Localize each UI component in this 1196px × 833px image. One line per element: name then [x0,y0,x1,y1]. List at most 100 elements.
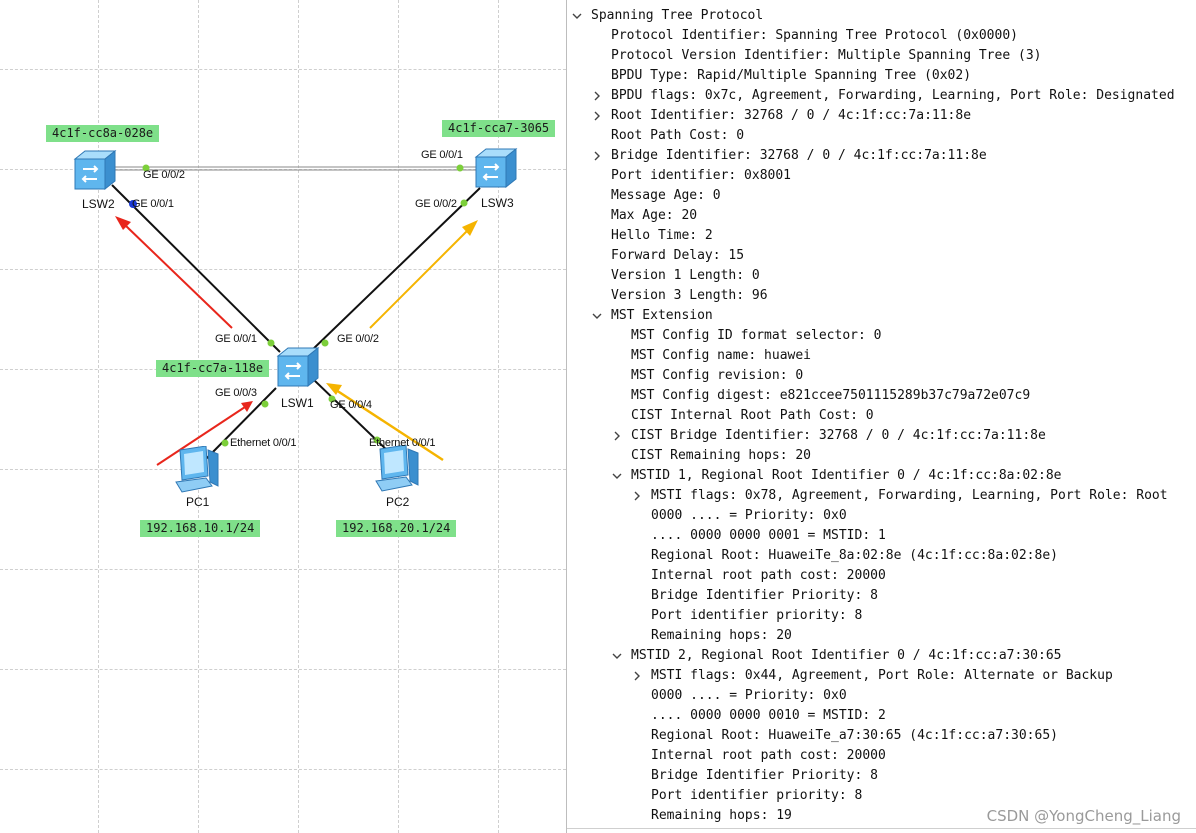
lsw1-port-ge002-label: GE 0/0/2 [337,333,379,345]
detail-row-text: Max Age: 20 [611,208,698,223]
chevron-down-icon[interactable] [571,6,583,26]
detail-row[interactable]: 0000 .... = Priority: 0x0 [567,506,1196,526]
detail-row[interactable]: MST Config name: huawei [567,346,1196,366]
grid-line [0,69,566,70]
pc1-name: PC1 [186,495,210,509]
tree-spacer [591,266,603,286]
detail-row[interactable]: Remaining hops: 19 [567,806,1196,826]
detail-row[interactable]: Bridge Identifier: 32768 / 0 / 4c:1f:cc:… [567,146,1196,166]
detail-row[interactable]: Version 3 Length: 96 [567,286,1196,306]
pc1-computer-icon[interactable] [172,445,222,494]
detail-row[interactable]: Max Age: 20 [567,206,1196,226]
detail-row[interactable]: MST Config digest: e821ccee7501115289b37… [567,386,1196,406]
detail-row[interactable]: Port identifier: 0x8001 [567,166,1196,186]
lsw1-switch-icon[interactable] [276,346,320,388]
chevron-down-icon[interactable] [611,646,623,666]
pc2-computer-icon[interactable] [372,444,422,493]
link-lsw1-pc1 [204,387,277,461]
detail-row[interactable]: MST Config ID format selector: 0 [567,326,1196,346]
detail-row[interactable]: Forward Delay: 15 [567,246,1196,266]
detail-row[interactable]: MSTI flags: 0x78, Agreement, Forwarding,… [567,486,1196,506]
detail-row[interactable]: Root Path Cost: 0 [567,126,1196,146]
detail-row[interactable]: Bridge Identifier Priority: 8 [567,586,1196,606]
link-lsw2-lsw1 [111,184,281,353]
chevron-right-icon[interactable] [591,106,603,126]
detail-row[interactable]: 0000 .... = Priority: 0x0 [567,686,1196,706]
detail-row-text: Version 3 Length: 96 [611,288,768,303]
chevron-right-icon[interactable] [611,426,623,446]
detail-row[interactable]: Remaining hops: 20 [567,626,1196,646]
lsw2-mac-label: 4c1f-cc8a-028e [46,125,160,142]
detail-row-text: CIST Bridge Identifier: 32768 / 0 / 4c:1… [631,428,1046,443]
detail-row-text: Version 1 Length: 0 [611,268,760,283]
detail-row-text: Forward Delay: 15 [611,248,745,263]
detail-row[interactable]: CIST Bridge Identifier: 32768 / 0 / 4c:1… [567,426,1196,446]
detail-row-text: MST Config revision: 0 [631,368,804,383]
detail-row[interactable]: BPDU flags: 0x7c, Agreement, Forwarding,… [567,86,1196,106]
detail-row[interactable]: Port identifier priority: 8 [567,606,1196,626]
pc2-port-label: Ethernet 0/0/1 [369,437,436,449]
detail-row[interactable]: Bridge Identifier Priority: 8 [567,766,1196,786]
detail-row[interactable]: Port identifier priority: 8 [567,786,1196,806]
lsw3-port-ge002-label: GE 0/0/2 [415,198,457,210]
pc2-ip-label: 192.168.20.1/24 [336,520,457,537]
detail-row[interactable]: BPDU Type: Rapid/Multiple Spanning Tree … [567,66,1196,86]
chevron-down-icon[interactable] [591,306,603,326]
topology-canvas[interactable]: 4c1f-cc8a-028e LSW2 GE 0/0/2 GE 0/0/1 4c… [0,0,566,833]
detail-row[interactable]: CIST Internal Root Path Cost: 0 [567,406,1196,426]
grid-line [298,0,299,833]
port-dot [142,164,150,172]
detail-row-text: BPDU flags: 0x7c, Agreement, Forwarding,… [611,88,1175,103]
detail-row-text: Remaining hops: 19 [651,808,792,823]
detail-row-text: BPDU Type: Rapid/Multiple Spanning Tree … [611,68,972,83]
detail-row[interactable]: Root Identifier: 32768 / 0 / 4c:1f:cc:7a… [567,106,1196,126]
detail-row[interactable]: MSTID 1, Regional Root Identifier 0 / 4c… [567,466,1196,486]
detail-row[interactable]: CIST Remaining hops: 20 [567,446,1196,466]
detail-row[interactable]: Hello Time: 2 [567,226,1196,246]
lsw3-port-ge001-label: GE 0/0/1 [421,149,463,161]
port-dot [373,436,381,444]
detail-row[interactable]: .... 0000 0000 0010 = MSTID: 2 [567,706,1196,726]
detail-row[interactable]: .... 0000 0000 0001 = MSTID: 1 [567,526,1196,546]
detail-row[interactable]: MSTI flags: 0x44, Agreement, Port Role: … [567,666,1196,686]
detail-row-text: Port identifier priority: 8 [651,608,863,623]
detail-row-text: Spanning Tree Protocol [591,8,764,23]
detail-row-text: 0000 .... = Priority: 0x0 [651,508,847,523]
port-dot [261,400,269,408]
chevron-right-icon[interactable] [591,86,603,106]
detail-row[interactable]: Version 1 Length: 0 [567,266,1196,286]
detail-row[interactable]: MST Extension [567,306,1196,326]
grid-line [198,0,199,833]
tree-spacer [591,46,603,66]
chevron-right-icon[interactable] [631,666,643,686]
chevron-down-icon[interactable] [611,466,623,486]
lsw2-switch-icon[interactable] [73,149,117,191]
detail-row[interactable]: Internal root path cost: 20000 [567,746,1196,766]
lsw1-port-ge001-label: GE 0/0/1 [215,333,257,345]
chevron-right-icon[interactable] [591,146,603,166]
detail-row[interactable]: Protocol Version Identifier: Multiple Sp… [567,46,1196,66]
lsw1-name: LSW1 [281,396,314,410]
detail-row[interactable]: MST Config revision: 0 [567,366,1196,386]
port-dot-blocked [129,200,137,208]
detail-row[interactable]: Internal root path cost: 20000 [567,566,1196,586]
tree-spacer [631,746,643,766]
tree-spacer [591,286,603,306]
detail-row[interactable]: Protocol Identifier: Spanning Tree Proto… [567,26,1196,46]
detail-row[interactable]: Regional Root: HuaweiTe_8a:02:8e (4c:1f:… [567,546,1196,566]
detail-row-text: Internal root path cost: 20000 [651,748,886,763]
detail-row[interactable]: Message Age: 0 [567,186,1196,206]
detail-row[interactable]: Spanning Tree Protocol [567,6,1196,26]
grid-line [0,569,566,570]
lsw2-port-ge001-label: GE 0/0/1 [132,198,174,210]
grid-line [0,269,566,270]
detail-row[interactable]: Regional Root: HuaweiTe_a7:30:65 (4c:1f:… [567,726,1196,746]
chevron-right-icon[interactable] [631,486,643,506]
detail-row-text: 0000 .... = Priority: 0x0 [651,688,847,703]
lsw3-switch-icon[interactable] [474,147,518,189]
tree-spacer [631,586,643,606]
detail-row[interactable]: MSTID 2, Regional Root Identifier 0 / 4c… [567,646,1196,666]
port-dot [328,395,336,403]
topology-links [111,164,481,466]
